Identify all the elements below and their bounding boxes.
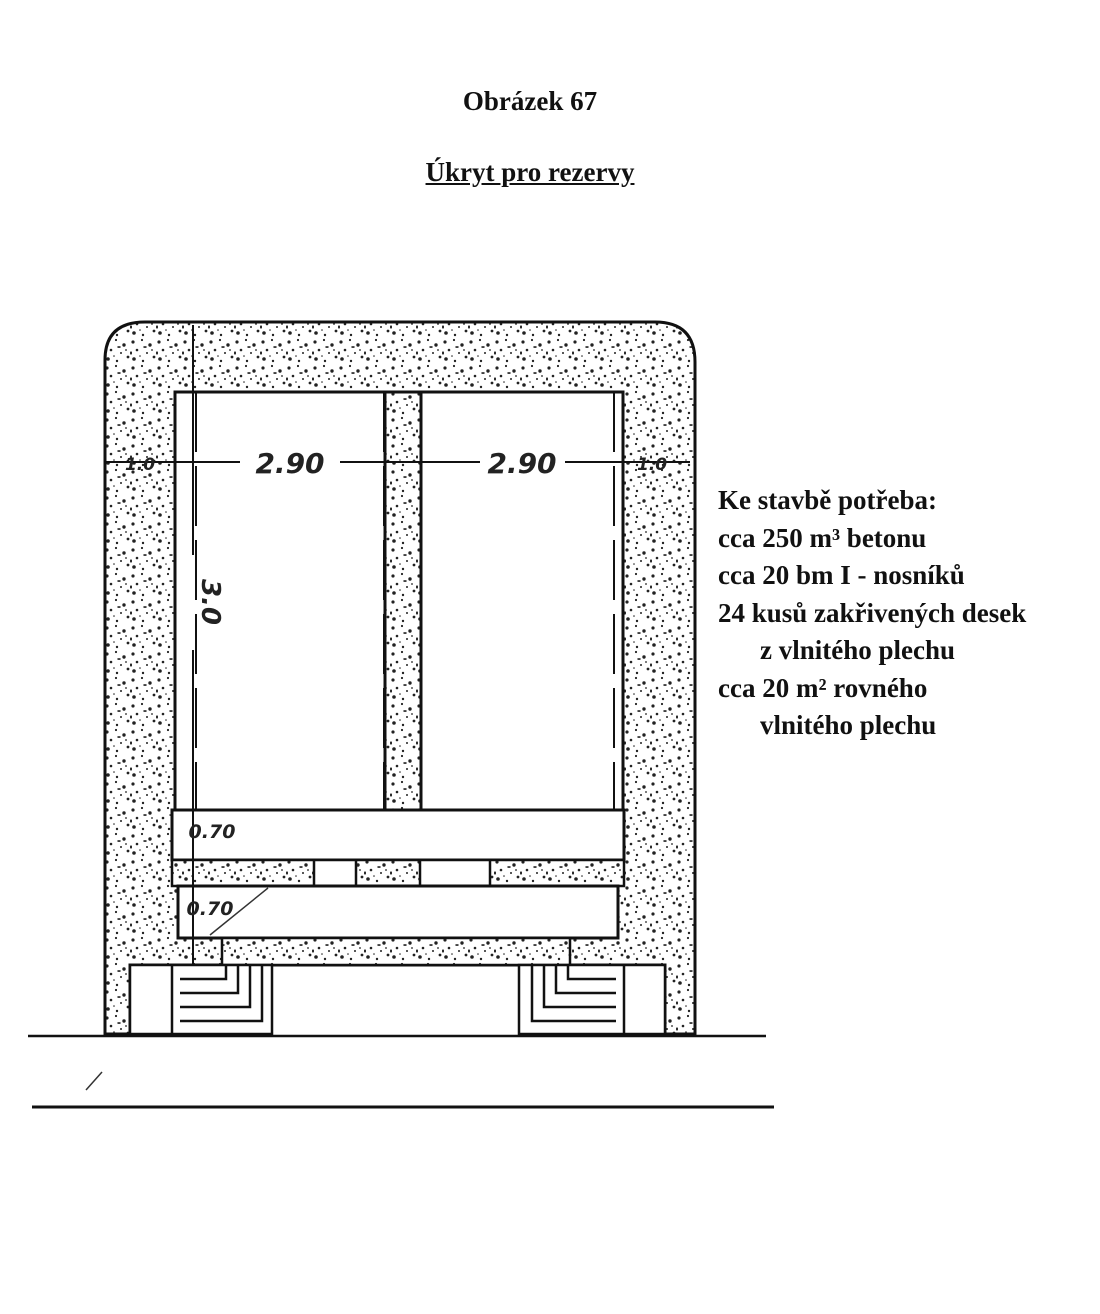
lower-floor-slab xyxy=(176,884,620,940)
material-line: cca 20 m² rovného xyxy=(718,672,928,703)
beam-gap-right xyxy=(418,858,492,888)
beam-band xyxy=(170,858,626,888)
dim-room-left-width: 2.90 xyxy=(255,447,324,480)
upper-floor-slab xyxy=(170,808,626,862)
materials-list: Ke stavbě potřeba: cca 250 m³ betonu cca… xyxy=(718,482,1026,745)
dim-wall-right: 1.0 xyxy=(637,455,667,475)
material-line: 24 kusů zakřivených desek xyxy=(718,597,1027,628)
dim-floor-1: 0.70 xyxy=(189,821,236,843)
material-line: z vlnitého plechu xyxy=(760,635,956,665)
material-line: cca 250 m³ betonu xyxy=(718,522,927,553)
material-line: vlnitého plechu xyxy=(760,710,937,740)
vertical-dimension-line xyxy=(183,325,203,965)
horizontal-dimension-line xyxy=(106,452,690,472)
dim-floor-2: 0.70 xyxy=(187,898,234,920)
dim-room-right-width: 2.90 xyxy=(487,447,556,480)
figure-subtitle: Úkryt pro rezervy xyxy=(425,157,635,187)
beam-gap-left xyxy=(312,858,358,888)
figure-title: Obrázek 67 xyxy=(462,86,598,116)
foundation-right xyxy=(517,963,667,1036)
materials-heading: Ke stavbě potřeba: xyxy=(718,485,937,515)
dim-room-height: 3.0 xyxy=(195,579,225,625)
center-wall xyxy=(383,390,423,812)
material-line: cca 20 bm I - nosníků xyxy=(718,560,965,590)
dim-wall-left: 1.0 xyxy=(125,455,155,475)
bottom-band xyxy=(220,936,572,967)
foundation-left xyxy=(128,963,274,1036)
